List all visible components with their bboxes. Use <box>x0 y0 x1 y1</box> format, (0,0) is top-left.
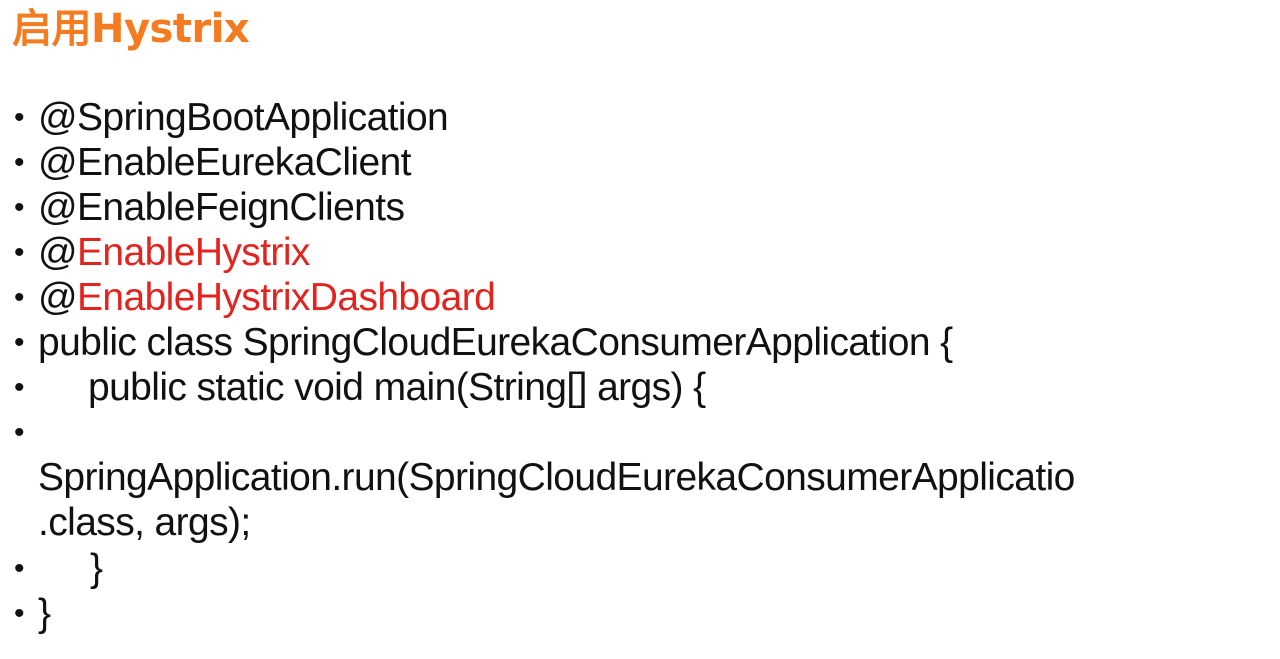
list-item: • @EnableEurekaClient <box>14 140 1280 185</box>
bullet-icon: • <box>14 597 25 630</box>
list-item-text: } <box>90 547 103 590</box>
list-item: • public static void main(String[] args)… <box>14 365 1280 410</box>
list-item: • @EnableHystrixDashboard <box>14 275 1280 320</box>
list-item: • } <box>14 591 1280 636</box>
bullet-icon: • <box>14 416 25 449</box>
annotation-prefix: @ <box>38 276 78 319</box>
bullet-icon: • <box>14 146 25 179</box>
bullet-icon: • <box>14 101 25 134</box>
list-item-text: @EnableHystrix <box>38 230 310 275</box>
code-bullet-list: • @SpringBootApplication • @EnableEureka… <box>14 95 1280 636</box>
list-item-text: public static void main(String[] args) { <box>88 366 706 409</box>
list-item: • <box>14 410 1280 455</box>
bullet-icon: • <box>14 281 25 314</box>
list-item-text: .class, args); <box>38 501 251 544</box>
list-item-text: } <box>38 592 51 635</box>
bullet-icon: • <box>14 326 25 359</box>
list-item-text: public class SpringCloudEurekaConsumerAp… <box>38 321 953 364</box>
bullet-icon: • <box>14 371 25 404</box>
list-item: • @EnableFeignClients <box>14 185 1280 230</box>
list-item-text: SpringApplication.run(SpringCloudEurekaC… <box>38 456 1075 499</box>
list-item-text: @EnableHystrixDashboard <box>38 275 496 320</box>
bullet-icon: • <box>14 236 25 269</box>
list-item: • @SpringBootApplication <box>14 95 1280 140</box>
bullet-icon: • <box>14 552 25 585</box>
list-item-text: @EnableFeignClients <box>38 186 405 229</box>
list-item: • @EnableHystrix <box>14 230 1280 275</box>
list-item: • public class SpringCloudEurekaConsumer… <box>14 320 1280 365</box>
annotation-prefix: @ <box>38 231 78 274</box>
highlighted-annotation: EnableHystrixDashboard <box>77 276 496 319</box>
bullet-icon: • <box>14 191 25 224</box>
list-item-text: @EnableEurekaClient <box>38 141 412 184</box>
slide-title: 启用Hystrix <box>12 6 250 52</box>
list-item-text: @SpringBootApplication <box>38 96 449 139</box>
highlighted-annotation: EnableHystrix <box>77 231 310 274</box>
list-item: • } <box>14 546 1280 591</box>
